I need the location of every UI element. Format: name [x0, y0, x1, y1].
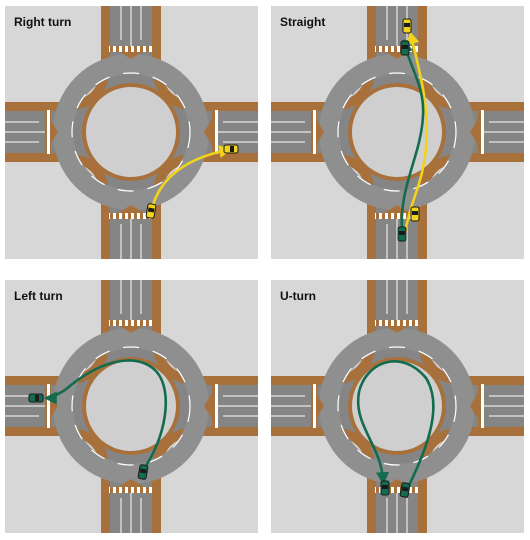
- car-windshield: [399, 231, 405, 235]
- crosswalk: [45, 110, 51, 154]
- car-icon: [410, 206, 420, 222]
- crosswalk: [212, 110, 218, 154]
- circulatory-apron: [53, 54, 209, 210]
- crosswalk: [109, 46, 153, 52]
- car-icon: [145, 203, 157, 219]
- vehicle-path: [149, 145, 233, 214]
- roundabout-diagram: [271, 6, 524, 259]
- car-windshield: [35, 395, 39, 401]
- car-windshield: [402, 45, 408, 49]
- lane-marking: [337, 346, 457, 466]
- crosswalk: [311, 110, 317, 154]
- car-windshield: [230, 146, 234, 152]
- car-icon: [400, 40, 410, 56]
- central-island: [352, 87, 442, 177]
- crosswalk: [109, 487, 153, 493]
- lane-marking: [337, 72, 457, 192]
- car-icon: [223, 144, 239, 154]
- vehicle-path: [43, 359, 168, 472]
- car-icon: [380, 480, 390, 496]
- crosswalk: [45, 384, 51, 428]
- crosswalk: [109, 320, 153, 326]
- panel-left-turn: Left turn: [5, 280, 258, 533]
- car-icon: [397, 226, 407, 242]
- crosswalk: [375, 213, 419, 219]
- circulatory-apron: [319, 54, 475, 210]
- central-island: [86, 87, 176, 177]
- roundabout-diagram: [5, 6, 258, 259]
- car-icon: [399, 482, 411, 498]
- central-island: [352, 361, 442, 451]
- crosswalk: [478, 110, 484, 154]
- panel-title: Straight: [280, 15, 326, 29]
- panel-right-turn: Right turn: [5, 6, 258, 259]
- crosswalk: [375, 487, 419, 493]
- roundabout-diagram: [271, 280, 524, 533]
- panel-title: U-turn: [280, 289, 316, 303]
- car-windshield: [412, 211, 418, 215]
- car-windshield: [147, 207, 155, 213]
- car-windshield: [404, 23, 410, 27]
- crosswalk: [109, 213, 153, 219]
- crosswalk: [375, 46, 419, 52]
- car-windshield: [401, 486, 409, 492]
- lane-marking: [71, 346, 191, 466]
- car-windshield: [382, 485, 388, 489]
- panel-title: Left turn: [14, 289, 63, 303]
- crosswalk: [311, 384, 317, 428]
- central-island: [86, 361, 176, 451]
- vehicle-path: [400, 38, 425, 233]
- car-icon: [402, 18, 412, 34]
- crosswalk: [375, 320, 419, 326]
- vehicle-path: [356, 360, 435, 496]
- crosswalk: [212, 384, 218, 428]
- car-icon: [28, 393, 44, 403]
- panel-straight: Straight: [271, 6, 524, 259]
- panel-u-turn: U-turn: [271, 280, 524, 533]
- car-icon: [137, 464, 149, 480]
- roundabout-diagram: [5, 280, 258, 533]
- vehicle-path: [402, 30, 428, 240]
- car-windshield: [139, 468, 147, 474]
- crosswalk: [478, 384, 484, 428]
- circulatory-apron: [319, 328, 475, 484]
- circulatory-apron: [53, 328, 209, 484]
- lane-marking: [71, 72, 191, 192]
- panel-title: Right turn: [14, 15, 72, 29]
